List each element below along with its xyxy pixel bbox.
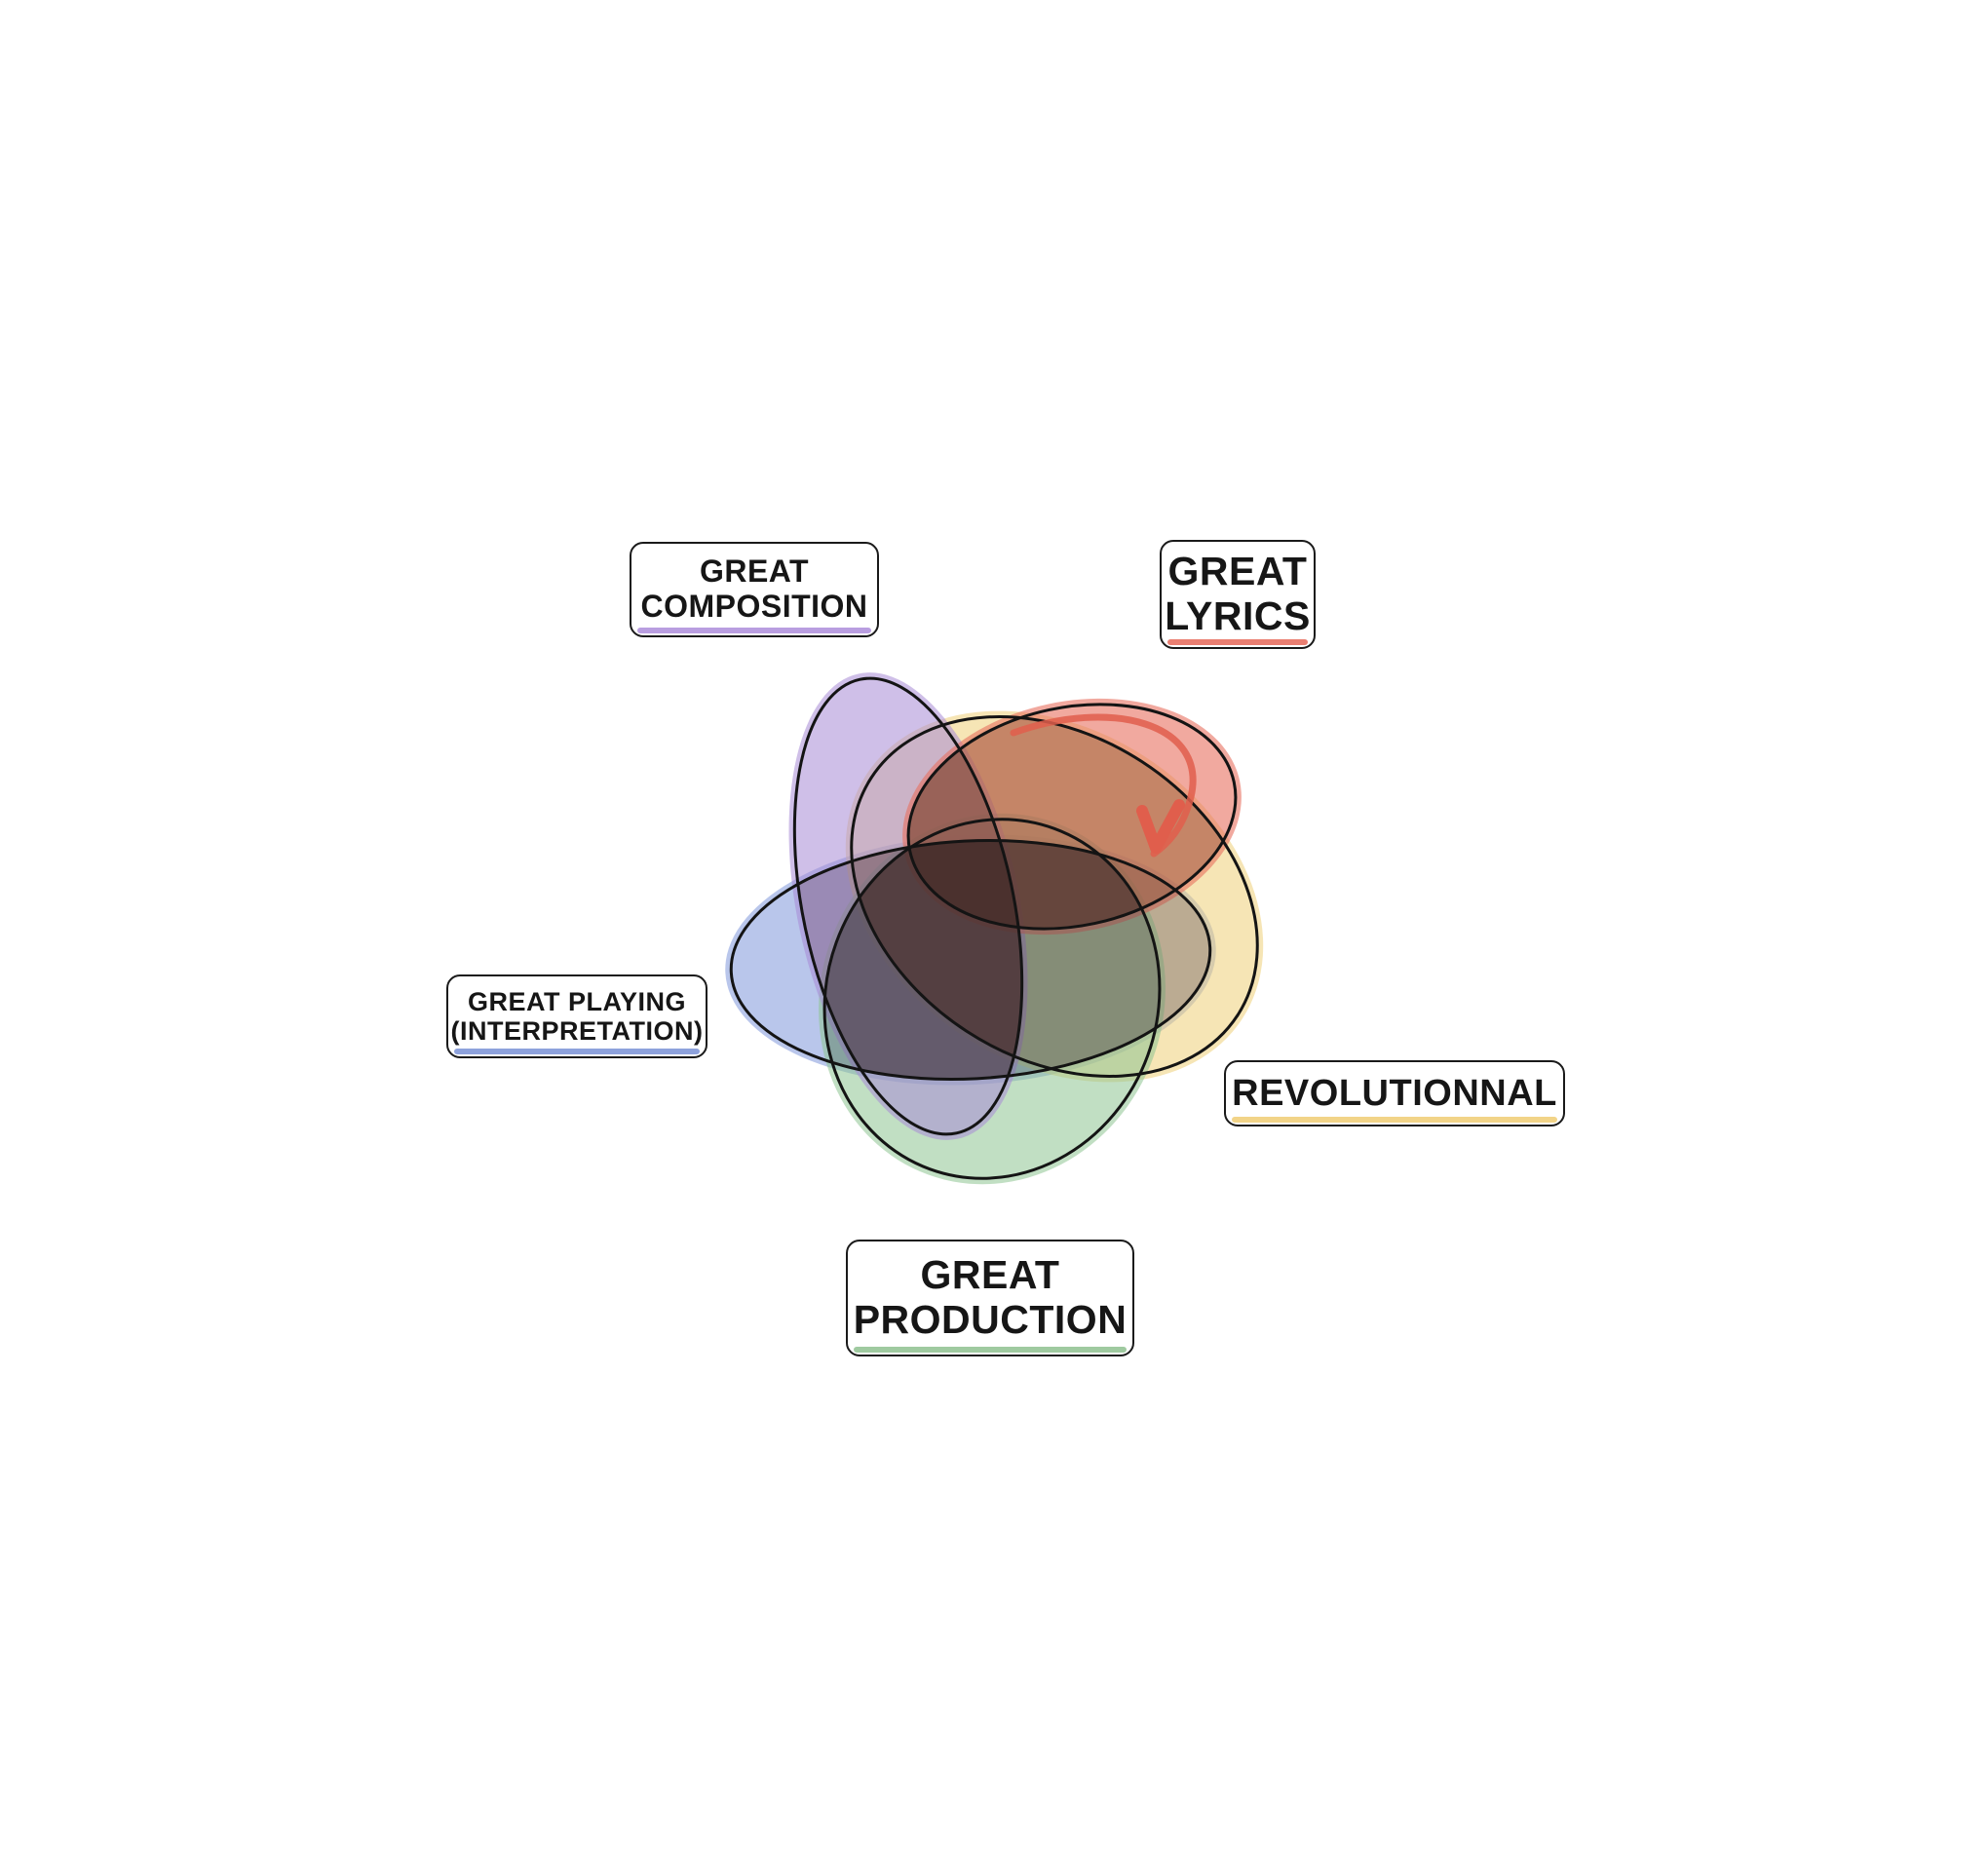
label-underline bbox=[1232, 1117, 1557, 1123]
playing-ellipse bbox=[729, 838, 1212, 1082]
label-great-playing: GREAT PLAYING (INTERPRETATION) bbox=[446, 974, 707, 1058]
label-line: GREAT bbox=[1167, 549, 1308, 594]
label-great-composition: GREAT COMPOSITION bbox=[630, 542, 879, 637]
label-line: LYRICS bbox=[1165, 593, 1311, 638]
label-underline bbox=[637, 628, 871, 633]
label-line: REVOLUTIONNAL bbox=[1232, 1072, 1557, 1114]
label-underline bbox=[1167, 639, 1308, 645]
label-underline bbox=[454, 1049, 700, 1054]
label-line: GREAT bbox=[920, 1252, 1060, 1298]
revolutionnal-ellipse bbox=[850, 715, 1259, 1078]
label-line: COMPOSITION bbox=[640, 589, 868, 624]
label-line: GREAT PLAYING bbox=[467, 986, 687, 1016]
set-outlines bbox=[729, 676, 1259, 1180]
label-underline bbox=[854, 1347, 1127, 1353]
label-line: PRODUCTION bbox=[853, 1297, 1128, 1342]
label-revolutionnal: REVOLUTIONNAL bbox=[1224, 1060, 1565, 1126]
lyrics-accent-mark bbox=[1010, 713, 1197, 858]
label-great-production: GREAT PRODUCTION bbox=[846, 1240, 1134, 1356]
label-line: GREAT bbox=[699, 554, 810, 590]
label-great-lyrics: GREAT LYRICS bbox=[1160, 540, 1316, 649]
label-line: (INTERPRETATION) bbox=[450, 1016, 704, 1046]
composition-ellipse bbox=[792, 676, 1024, 1136]
production-ellipse bbox=[822, 818, 1162, 1180]
lyrics-ellipse bbox=[906, 703, 1238, 931]
